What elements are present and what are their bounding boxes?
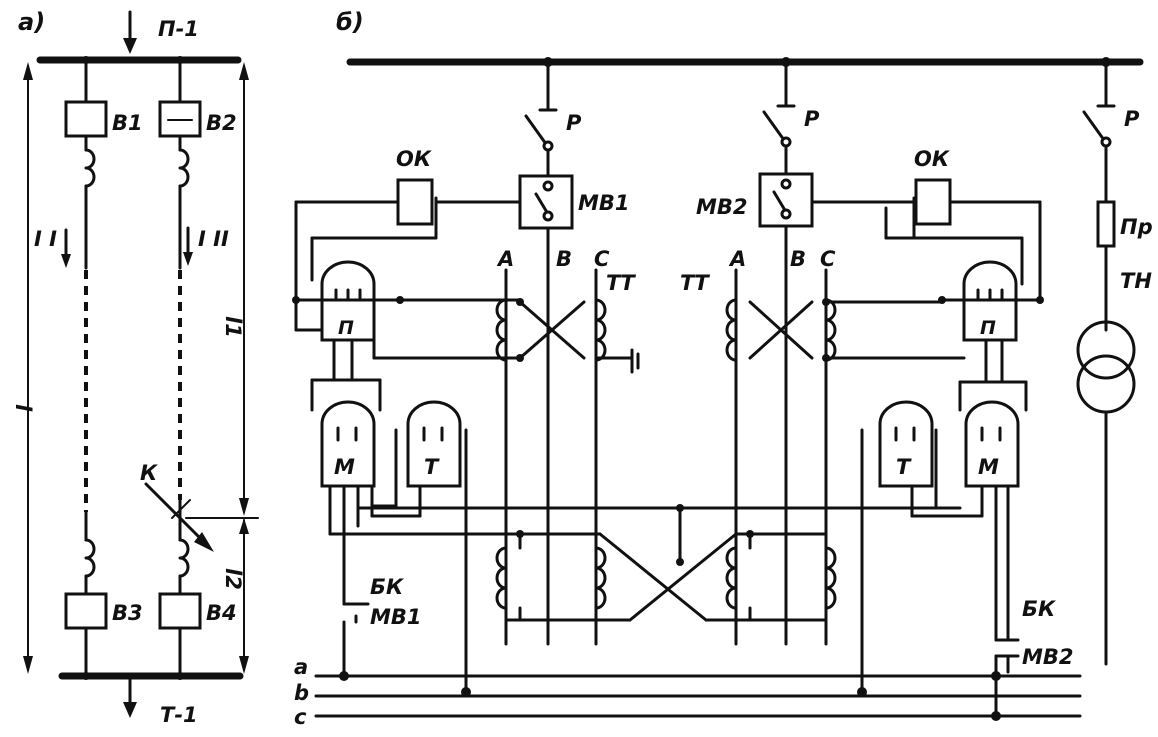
current-1-label: I I xyxy=(34,227,57,251)
aux-contact-left-label-1: БК xyxy=(370,575,404,599)
coil-line-2-top xyxy=(178,148,190,188)
relay-t-right-label: Т xyxy=(896,455,912,479)
disconnector-vt-label: Р xyxy=(1124,107,1140,131)
relay-p-right-label: П xyxy=(980,317,996,339)
disconnector-right-label: Р xyxy=(804,107,820,131)
top-bus-arrowhead xyxy=(123,38,137,54)
length-l1-arrow-top xyxy=(239,62,249,80)
dc-bus-c-label: c xyxy=(294,705,307,729)
relay-t-right: Т xyxy=(860,400,984,694)
ct-right: ТТ xyxy=(680,271,837,362)
ct-right-label: ТТ xyxy=(680,271,710,295)
breaker-mv1-label: МВ1 xyxy=(578,191,630,215)
fuse-label: Пр xyxy=(1120,215,1153,239)
length-l2-arrow-top xyxy=(239,518,249,534)
line-1-bottom-node xyxy=(82,672,90,680)
coil-line-1-bottom xyxy=(84,538,96,578)
aux-contact-right: БК МВ2 xyxy=(991,597,1074,721)
dc-buses: a b c xyxy=(294,655,1082,729)
relay-p-right: П xyxy=(824,260,1044,412)
length-l1-label: l1 xyxy=(221,316,245,338)
breaker-b2-label: В2 xyxy=(206,111,237,135)
feeder-vt: Р Пр ТН xyxy=(1076,57,1153,666)
feeder-right: Р МВ2 xyxy=(696,57,820,646)
breaker-b4 xyxy=(158,592,202,630)
trip-coil-left: ОК xyxy=(294,147,522,332)
phase-b-right: B xyxy=(790,247,806,271)
length-l2-arrow-bottom xyxy=(239,656,249,674)
line-2-bottom-node xyxy=(176,672,184,680)
fault-label: К xyxy=(140,461,158,485)
ct-left: ТТ xyxy=(495,271,640,374)
coil-line-1-top xyxy=(84,148,96,188)
breaker-b3-label: В3 xyxy=(112,601,143,625)
breaker-b3 xyxy=(64,592,108,630)
fault-arrowhead xyxy=(194,532,214,552)
current-2-label: I II xyxy=(198,227,229,251)
length-l-label: l xyxy=(11,404,35,412)
phase-c-left: C xyxy=(594,247,610,271)
length-l2-label: l2 xyxy=(221,568,245,590)
length-l-arrow-bottom xyxy=(23,656,33,674)
length-l-arrow-top xyxy=(23,62,33,80)
current-2-arrowhead xyxy=(183,252,193,266)
fault-arrow xyxy=(144,482,210,548)
panel-a: а) П-1 Т-1 xyxy=(11,8,259,727)
trip-coil-right: ОК xyxy=(810,147,1042,302)
vt-winding-1 xyxy=(1076,320,1136,380)
aux-contact-left-label-2: МВ1 xyxy=(370,605,422,629)
trip-coil-right-label: ОК xyxy=(914,147,950,171)
bottom-bus-label: Т-1 xyxy=(160,703,198,727)
breaker-mv2-label: МВ2 xyxy=(696,195,748,219)
current-1-arrowhead xyxy=(61,254,71,268)
relay-t-left-label: Т xyxy=(424,455,440,479)
top-bus-label: П-1 xyxy=(158,17,199,41)
breaker-b4-label: В4 xyxy=(206,601,237,625)
feeder-left: Р МВ1 xyxy=(518,57,630,646)
phase-lines: A B C A B C xyxy=(496,247,836,646)
relay-m-right: М xyxy=(964,400,1020,642)
aux-contact-right-label-2: МВ2 xyxy=(1022,645,1074,669)
fault-tick xyxy=(171,499,191,519)
length-l1-arrow-bottom xyxy=(239,498,249,516)
fuse xyxy=(1096,200,1116,248)
phase-a-left: A xyxy=(496,247,514,271)
dc-bus-b-label: b xyxy=(294,681,309,705)
bottom-bus-arrowhead xyxy=(123,702,137,718)
vt-winding-2 xyxy=(1076,354,1136,414)
trip-coil-left-label: ОК xyxy=(396,147,432,171)
aux-contact-left: БК МВ1 xyxy=(339,575,422,681)
ct-left-label: ТТ xyxy=(606,271,636,295)
panel-b-tag: б) xyxy=(336,8,364,36)
phase-c-right: C xyxy=(820,247,836,271)
coil-line-2-bottom xyxy=(178,538,190,578)
breaker-b1 xyxy=(64,100,108,138)
relay-m-left: М xyxy=(320,400,376,606)
panel-b: б) Р МВ1 Р xyxy=(292,8,1153,729)
disconnector-left-label: Р xyxy=(566,111,582,135)
relay-m-left-label: М xyxy=(334,455,355,479)
relay-m-right-label: М xyxy=(978,455,999,479)
vt-label: ТН xyxy=(1120,269,1152,293)
panel-a-tag: а) xyxy=(18,8,45,36)
breaker-b1-label: В1 xyxy=(112,111,143,135)
cross-connection xyxy=(328,504,962,622)
relay-p-left-label: П xyxy=(338,317,354,339)
dc-bus-a-label: a xyxy=(294,655,308,679)
relay-p-left: П xyxy=(292,260,522,412)
phase-b-left: B xyxy=(556,247,572,271)
phase-a-right: A xyxy=(728,247,746,271)
relay-t-left: Т xyxy=(370,400,468,694)
aux-contact-right-label-1: БК xyxy=(1022,597,1056,621)
